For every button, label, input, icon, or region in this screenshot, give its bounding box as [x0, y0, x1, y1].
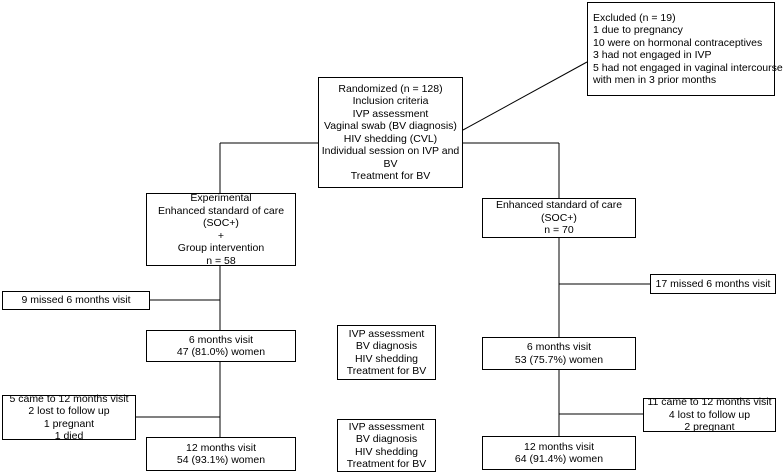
middle-6m-line: HIV shedding	[354, 352, 419, 365]
right-12-month-note-box: 11 came to 12 months visit 4 lost to fol…	[643, 396, 776, 434]
randomized-line: BV	[383, 157, 398, 170]
experimental-line: Group intervention	[177, 242, 265, 254]
experimental-line: (SOC+)	[203, 217, 239, 229]
right-12m-note-line: 4 lost to follow up	[668, 408, 751, 421]
middle-12m-line: Treatment for BV	[346, 458, 427, 470]
right-12m-note-line: 2 pregnant	[684, 421, 735, 434]
control-line: (SOC+)	[541, 211, 577, 224]
right-12m-line: 64 (91.4%) women	[514, 453, 604, 465]
right-12-month-visit-box: 12 months visit 64 (91.4%) women	[482, 436, 636, 470]
middle-6m-line: BV diagnosis	[355, 340, 418, 352]
excluded-line: Excluded (n = 19)	[593, 11, 676, 24]
middle-6m-line: IVP assessment	[348, 327, 425, 340]
control-line: n = 70	[544, 224, 574, 237]
left-12-month-note-box: 5 came to 12 months visit 2 lost to foll…	[2, 392, 136, 442]
right-6m-line: 53 (75.7%) women	[514, 353, 604, 366]
right-6-month-visit-box: 6 months visit 53 (75.7%) women	[482, 337, 636, 370]
control-line: Enhanced standard of care	[495, 199, 623, 212]
middle-6m-line: Treatment for BV	[346, 365, 427, 377]
left-12m-note-line: 2 lost to follow up	[28, 405, 110, 417]
middle-12m-line: HIV shedding	[354, 445, 419, 458]
left-6m-line: 47 (81.0%) women	[176, 346, 266, 358]
control-arm-box: Enhanced standard of care (SOC+) n = 70	[482, 198, 636, 238]
left-12m-note-line: 1 pregnant	[43, 417, 95, 430]
excluded-box: Excluded (n = 19) 1 due to pregnancy 10 …	[587, 2, 783, 96]
left-6m-line: 6 months visit	[188, 333, 254, 346]
right-6m-line: 6 months visit	[526, 341, 592, 353]
experimental-line: Experimental	[190, 192, 252, 204]
left-missed-visit-box: 9 missed 6 months visit	[2, 291, 150, 310]
excluded-line: 3 had not engaged in IVP	[593, 49, 712, 61]
right-12m-line: 12 months visit	[523, 440, 595, 453]
randomized-line: Vaginal swab (BV diagnosis)	[324, 120, 457, 132]
middle-6-month-assessment-box: IVP assessment BV diagnosis HIV shedding…	[337, 325, 436, 380]
left-12m-line: 12 months visit	[185, 441, 257, 454]
randomized-line: Randomized (n = 128)	[338, 82, 443, 95]
experimental-line: Enhanced standard of care	[157, 204, 285, 217]
right-missed-visit-box: 17 missed 6 months visit	[650, 274, 776, 294]
randomized-line: Individual session on IVP and	[321, 145, 460, 157]
left-12-month-visit-box: 12 months visit 54 (93.1%) women	[146, 437, 296, 471]
experimental-line: +	[217, 229, 225, 242]
middle-12-month-assessment-box: IVP assessment BV diagnosis HIV shedding…	[337, 419, 436, 472]
excluded-line: 5 had not engaged in vaginal intercourse	[593, 61, 783, 74]
left-12m-note-line: 1 died	[54, 430, 84, 442]
randomized-line: IVP assessment	[352, 107, 429, 120]
randomized-box: Randomized (n = 128) Inclusion criteria …	[318, 77, 463, 188]
randomized-line: HIV shedding (CVL)	[343, 132, 438, 145]
middle-12m-line: BV diagnosis	[355, 433, 418, 445]
right-missed-line: 17 missed 6 months visit	[655, 277, 771, 290]
experimental-line: n = 58	[206, 254, 236, 267]
left-6-month-visit-box: 6 months visit 47 (81.0%) women	[146, 330, 296, 362]
excluded-line: 10 were on hormonal contraceptives	[593, 36, 763, 49]
left-12m-note-line: 5 came to 12 months visit	[9, 392, 129, 405]
randomized-line: Inclusion criteria	[352, 95, 429, 107]
left-missed-line: 9 missed 6 months visit	[21, 294, 131, 307]
excluded-line: 1 due to pregnancy	[593, 24, 683, 36]
experimental-arm-box: Experimental Enhanced standard of care (…	[146, 192, 296, 267]
excluded-line: with men in 3 prior months	[593, 74, 717, 86]
left-12m-line: 54 (93.1%) women	[176, 454, 266, 466]
randomized-line: Treatment for BV	[350, 170, 431, 182]
right-12m-note-line: 11 came to 12 months visit	[647, 396, 772, 409]
middle-12m-line: IVP assessment	[348, 420, 425, 433]
